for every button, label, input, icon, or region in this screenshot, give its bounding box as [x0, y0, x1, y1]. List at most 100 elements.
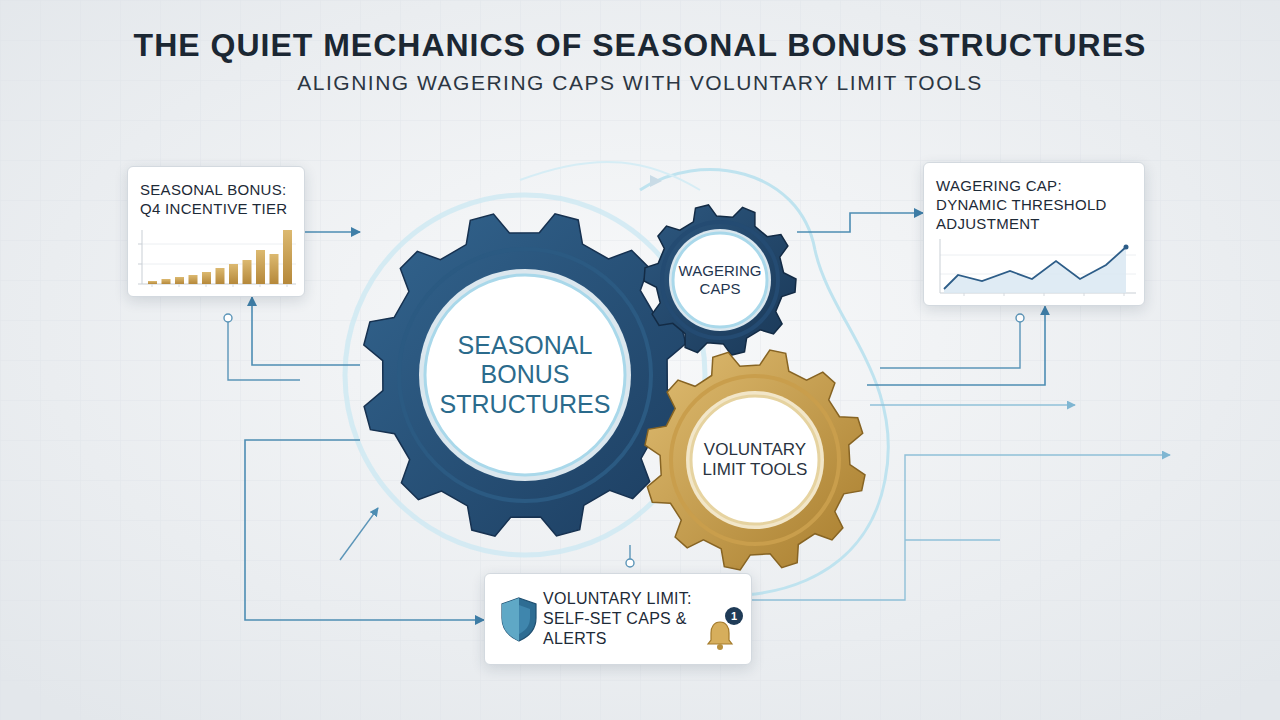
leader-lines	[228, 322, 1170, 600]
leader-dots-part	[224, 314, 232, 322]
leader-dots-part	[1016, 314, 1024, 322]
gear-band	[399, 249, 651, 501]
shield-icon-part	[502, 598, 536, 641]
bar-chart-part-part	[189, 275, 198, 284]
card-text: WAGERING CAP:DYNAMIC THRESHOLD ADJUSTMEN…	[924, 163, 1144, 233]
notification-badge: 1	[725, 607, 743, 625]
gear-label: WAGERING CAPS	[675, 262, 765, 297]
connector	[252, 297, 360, 365]
card-text: SEASONAL BONUS:Q4 INCENTIVE TIER	[128, 167, 304, 219]
gear-hub	[419, 269, 631, 481]
bar-chart-part-part	[233, 284, 234, 287]
gear-face	[425, 275, 625, 475]
line-chart-part	[944, 247, 1126, 289]
line-chart-part-part	[1004, 293, 1005, 296]
bell-icon-part	[708, 622, 732, 644]
bar-chart-part-part	[152, 284, 153, 287]
gear-label: SEASONAL BONUS STRUCTURES	[433, 331, 617, 420]
leader-lines-part	[228, 322, 300, 380]
gear-label: VOLUNTARY LIMIT TOOLS	[693, 440, 817, 480]
bar-chart-part-part	[175, 277, 184, 284]
line-chart-part-part	[964, 293, 965, 296]
line-chart-part	[940, 239, 941, 293]
glow-swoosh-part	[520, 162, 700, 190]
gear-label-group: WAGERING CAPS	[675, 262, 765, 297]
bar-chart-part-part	[216, 268, 225, 284]
bar-chart-part-part	[256, 250, 265, 284]
line-chart-part	[1124, 245, 1129, 250]
gear-hub	[669, 229, 771, 331]
glow-swoosh	[345, 162, 888, 596]
line-chart-part	[944, 247, 1126, 293]
gear-face	[691, 396, 819, 524]
leader-lines-part	[905, 539, 1000, 540]
gear-teeth	[645, 350, 865, 570]
line-chart-part-part	[1124, 293, 1125, 296]
gear-teeth	[364, 214, 686, 536]
heading-block: THE QUIET MECHANICS OF SEASONAL BONUS ST…	[20, 26, 1260, 96]
bar-chart-part-part	[162, 279, 171, 284]
bar-chart-part	[138, 244, 142, 284]
connector	[305, 231, 360, 233]
bar-chart-part-part	[138, 264, 142, 265]
gear-band	[671, 376, 839, 544]
connector	[867, 306, 1045, 385]
bar-chart-part-part	[260, 284, 261, 287]
line-chart-part	[940, 255, 1136, 256]
card-value: DYNAMIC THRESHOLD ADJUSTMENT	[936, 196, 1132, 234]
leader-lines-part	[880, 322, 1020, 368]
line-chart-part-part	[1044, 293, 1045, 296]
leader-dots-part	[626, 559, 634, 567]
gear-hub	[686, 391, 824, 529]
glow-swoosh-part	[345, 195, 705, 555]
gear-face	[673, 233, 767, 327]
bar-chart-part-part	[243, 260, 252, 284]
bar-chart-part-part	[283, 230, 292, 284]
gear: WAGERING CAPS	[643, 203, 797, 357]
shield-icon	[499, 596, 539, 642]
leader-lines-part	[340, 508, 378, 560]
bar-chart-part-part	[229, 264, 238, 284]
bar-chart-part-part	[202, 272, 211, 284]
glow-swoosh-part	[640, 170, 888, 596]
gear: SEASONAL BONUS STRUCTURES	[360, 210, 690, 540]
gear-label-group: VOLUNTARY LIMIT TOOLS	[693, 440, 817, 480]
line-chart-part-part	[1084, 293, 1085, 296]
play-mark	[650, 175, 662, 187]
gear: VOLUNTARY LIMIT TOOLS	[643, 348, 867, 572]
bar-chart-part-part	[138, 244, 142, 245]
card-value: Q4 INCENTIVE TIER	[140, 200, 292, 219]
info-card: WAGERING CAP:DYNAMIC THRESHOLD ADJUSTMEN…	[923, 162, 1145, 306]
bar-chart-part-part	[138, 284, 142, 285]
bar-chart-part	[142, 230, 143, 284]
gear-label-group: SEASONAL BONUS STRUCTURES	[433, 331, 617, 420]
shield-icon-part	[519, 605, 530, 634]
card-text: VOLUNTARY LIMIT: SELF-SET CAPS & ALERTS	[485, 579, 751, 659]
alert-card: VOLUNTARY LIMIT: SELF-SET CAPS & ALERTS	[484, 573, 752, 665]
card-heading: WAGERING CAP:	[936, 177, 1132, 196]
gear-band	[662, 222, 778, 338]
bar-chart-part-part	[148, 281, 157, 284]
connector	[797, 213, 923, 232]
bar-chart-part	[152, 284, 287, 287]
shield-icon-part	[502, 598, 519, 641]
bar-chart-part-part	[179, 284, 180, 287]
bar-chart	[128, 226, 306, 292]
info-card: SEASONAL BONUS:Q4 INCENTIVE TIER	[127, 166, 305, 297]
line-chart-part	[964, 293, 1124, 296]
bar-chart-part-part	[206, 284, 207, 287]
bar-chart-part-part	[287, 284, 288, 287]
leader-lines-part	[870, 404, 1075, 405]
gear-teeth	[644, 205, 796, 355]
bar-chart-part	[142, 244, 296, 245]
card-label: VOLUNTARY LIMIT: SELF-SET CAPS & ALERTS	[543, 589, 703, 649]
line-chart	[924, 235, 1146, 301]
bell-icon-part	[717, 644, 723, 650]
card-heading: SEASONAL BONUS:	[140, 181, 292, 200]
subtitle: ALIGNING WAGERING CAPS WITH VOLUNTARY LI…	[20, 70, 1260, 95]
bar-chart-part-part	[270, 254, 279, 284]
